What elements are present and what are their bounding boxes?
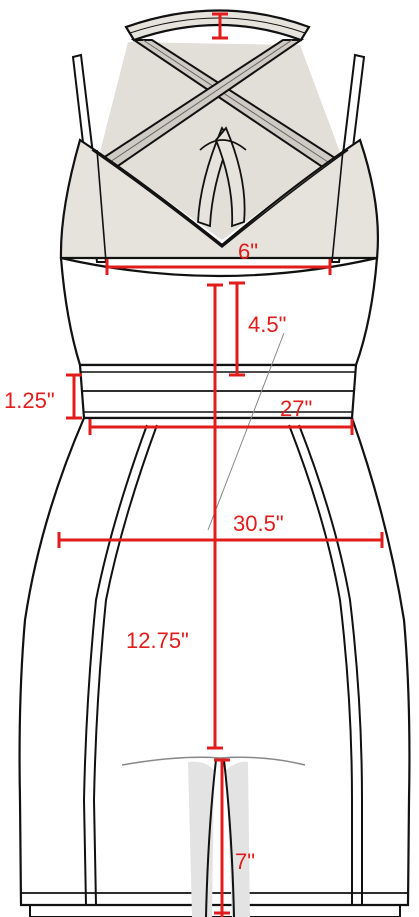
bodice-cups (59, 138, 380, 263)
leader-line (207, 332, 285, 531)
cup-width-label: 6" (238, 239, 259, 264)
hip-label: 30.5" (233, 511, 284, 536)
waist-to-slit-label: 12.75" (126, 628, 189, 653)
front-slit (121, 756, 306, 917)
cross-straps (100, 39, 340, 240)
slit-length-label: 7" (235, 849, 256, 874)
bust-to-waistband-label: 4.5" (248, 312, 287, 337)
waistband (78, 363, 358, 420)
waistband-height-label: 1.25" (4, 388, 55, 413)
measurement-lines (57, 12, 384, 917)
waist-label: 27" (280, 396, 313, 421)
bodice-body (59, 256, 379, 367)
